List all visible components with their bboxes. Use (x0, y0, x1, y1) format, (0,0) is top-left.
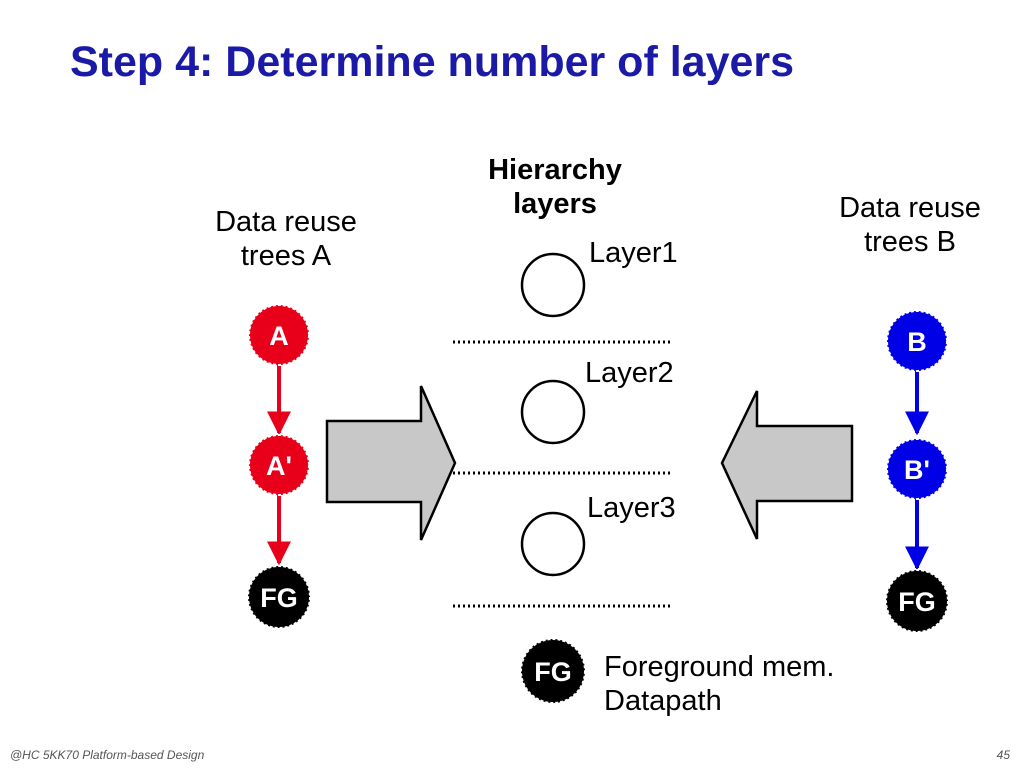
legend-text: Foreground mem. Datapath (604, 650, 835, 718)
layer2-label: Layer2 (585, 357, 674, 389)
right-tree-caption-line2: trees B (864, 226, 956, 258)
layer1-circle (520, 252, 586, 318)
node-b-prime: B' (886, 438, 948, 500)
node-b-label: B (907, 327, 927, 357)
node-fg-left: FG (247, 565, 311, 629)
footer-left: @HC 5KK70 Platform-based Design (10, 748, 205, 762)
hierarchy-heading-line2: layers (513, 188, 597, 220)
layer3-circle (520, 511, 586, 577)
layer1-label: Layer1 (589, 237, 678, 269)
node-a-prime-label: A' (266, 451, 292, 481)
layer2-circle (520, 379, 586, 445)
right-block-arrow (720, 390, 854, 540)
node-fg-right-label: FG (898, 587, 936, 617)
node-b-prime-label: B' (904, 455, 930, 485)
node-fg-right: FG (885, 569, 949, 633)
right-tree-caption-line1: Data reuse (839, 192, 981, 224)
left-block-arrow (325, 385, 457, 541)
hierarchy-heading-line1: Hierarchy (488, 154, 622, 186)
legend-line1: Foreground mem. (604, 651, 835, 683)
right-tree-caption: Data reuse trees B (810, 191, 1010, 259)
layer3-label: Layer3 (587, 492, 676, 524)
node-fg-left-label: FG (260, 583, 298, 613)
left-tree-caption-line1: Data reuse (215, 206, 357, 238)
node-b: B (886, 310, 948, 372)
legend-fg-label: FG (534, 657, 572, 687)
node-a-prime: A' (248, 434, 310, 496)
legend-line2: Datapath (604, 685, 722, 717)
slide-title: Step 4: Determine number of layers (70, 38, 795, 86)
left-tree-caption: Data reuse trees A (186, 205, 386, 273)
legend-fg-symbol: FG (520, 638, 586, 704)
footer-page-number: 45 (996, 748, 1010, 762)
hierarchy-heading: Hierarchy layers (455, 153, 655, 221)
node-a: A (248, 304, 310, 366)
node-a-label: A (269, 321, 289, 351)
left-tree-caption-line2: trees A (240, 240, 332, 272)
